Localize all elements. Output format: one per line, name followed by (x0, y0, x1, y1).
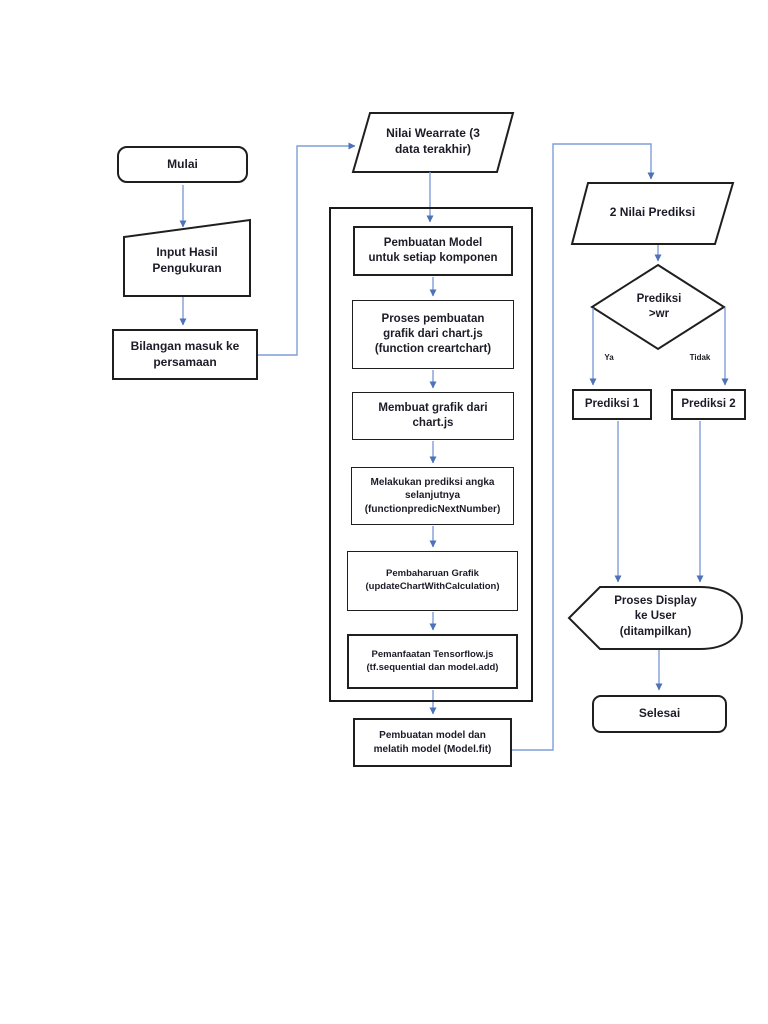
branch-label-tidak: Tidak (684, 352, 716, 364)
node-proses-grafik: Proses pembuatan grafik dari chart.js (f… (352, 300, 514, 369)
node-prediksi2: Prediksi 2 (671, 389, 746, 420)
node-melakukan-prediksi: Melakukan prediksi angka selanjutnya (fu… (351, 467, 514, 525)
node-bilangan: Bilangan masuk ke persamaan (112, 329, 258, 380)
node-proses-grafik-label: Proses pembuatan grafik dari chart.js (f… (374, 312, 492, 356)
node-pembuatan-model: Pembuatan Model untuk setiap komponen (353, 226, 513, 276)
node-bilangan-label: Bilangan masuk ke persamaan (130, 338, 240, 369)
node-input-hasil-label: Input Hasil Pengukuran (152, 245, 222, 275)
decision-diamond-shape (590, 263, 726, 351)
node-prediksi1-label: Prediksi 1 (584, 397, 640, 410)
node-pemanfaatan-tensorflow: Pemanfaatan Tensorflow.js (tf.sequential… (347, 634, 518, 689)
node-nilai-prediksi: 2 Nilai Prediksi (580, 188, 725, 238)
node-selesai: Selesai (592, 695, 727, 733)
manual-input-shape (123, 218, 251, 297)
node-prediksi2-label: Prediksi 2 (681, 397, 736, 410)
node-input-hasil: Input Hasil Pengukuran (126, 228, 248, 294)
node-pembaharuan-grafik: Pembaharuan Grafik (updateChartWithCalcu… (347, 551, 518, 611)
node-wearrate: Nilai Wearrate (3 data terakhir) (362, 115, 504, 169)
node-prediksi1: Prediksi 1 (572, 389, 652, 420)
node-pembaharuan-grafik-label: Pembaharuan Grafik (updateChartWithCalcu… (365, 568, 500, 592)
node-wearrate-label: Nilai Wearrate (3 data terakhir) (386, 126, 480, 156)
branch-label-tidak-text: Tidak (689, 352, 711, 362)
display-shape (567, 586, 744, 650)
node-membuat-grafik-label: Membuat grafik dari chart.js (378, 401, 488, 429)
node-mulai-label: Mulai (167, 156, 198, 171)
node-model-fit-label: Pembuatan model dan melatih model (Model… (373, 730, 492, 755)
branch-label-ya-text: Ya (604, 352, 614, 362)
node-melakukan-prediksi-label: Melakukan prediksi angka selanjutnya (fu… (364, 477, 501, 515)
process-group-container (329, 207, 533, 702)
branch-label-ya: Ya (598, 352, 620, 364)
node-decision-label: Prediksi >wr (636, 292, 682, 320)
node-display-user: Proses Display ke User (ditampilkan) (588, 588, 723, 646)
node-mulai: Mulai (117, 146, 248, 183)
connector-model-fit-to-nilai-prediksi (512, 143, 655, 751)
node-pembuatan-model-label: Pembuatan Model untuk setiap komponen (368, 236, 498, 264)
node-membuat-grafik: Membuat grafik dari chart.js (352, 392, 514, 440)
connector-bilangan-to-wearrate (258, 142, 356, 356)
node-selesai-label: Selesai (638, 706, 681, 721)
node-model-fit: Pembuatan model dan melatih model (Model… (353, 718, 512, 767)
node-decision: Prediksi >wr (600, 284, 718, 330)
node-pemanfaatan-tensorflow-label: Pemanfaatan Tensorflow.js (tf.sequential… (366, 648, 499, 673)
node-display-user-label: Proses Display ke User (ditampilkan) (614, 595, 697, 638)
wearrate-parallelogram-shape (351, 112, 515, 173)
node-nilai-prediksi-label: 2 Nilai Prediksi (609, 205, 696, 220)
nilai-prediksi-parallelogram-shape (570, 182, 735, 245)
